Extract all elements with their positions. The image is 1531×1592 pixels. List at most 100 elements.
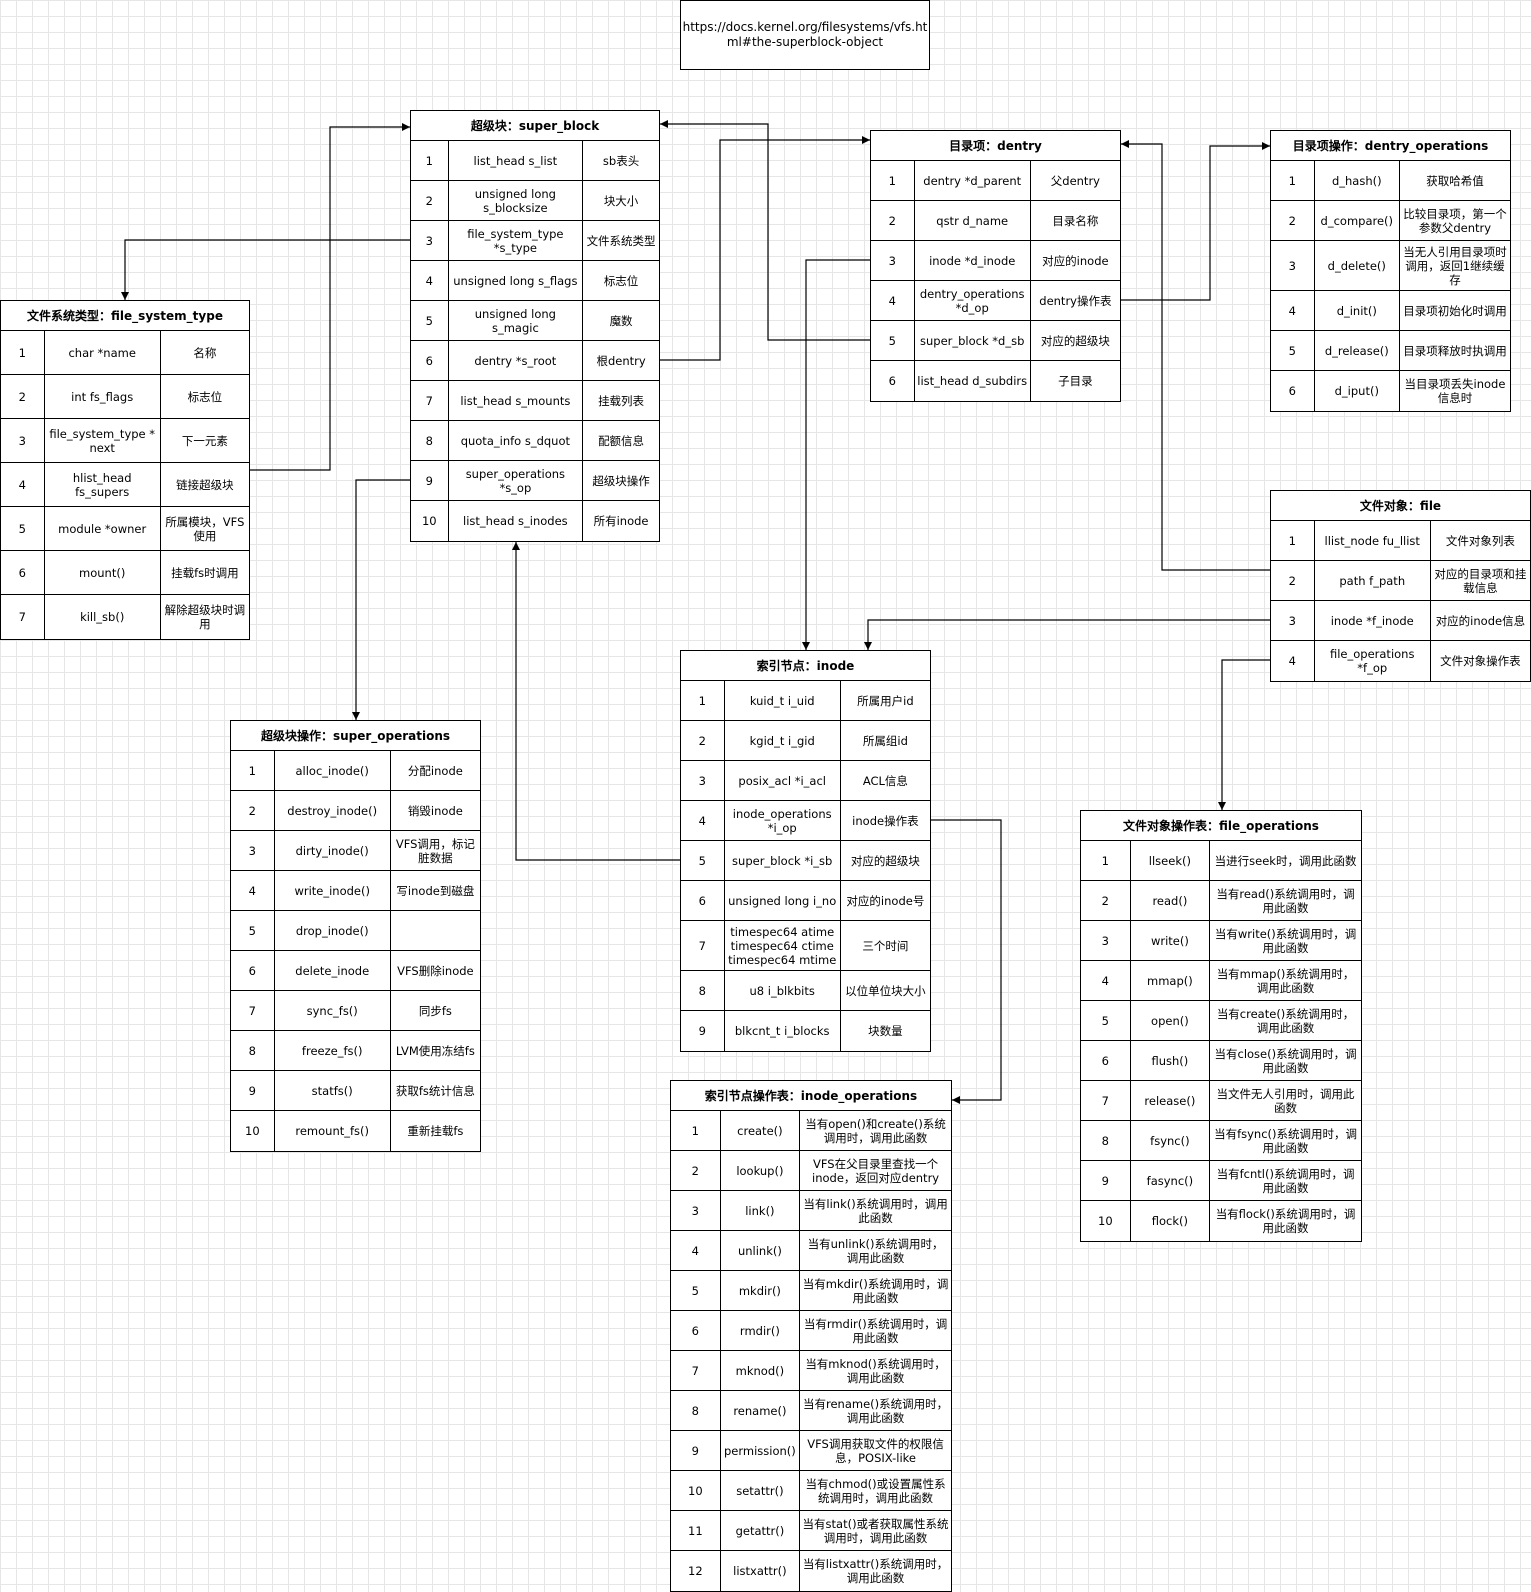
row-field: super_operations *s_op bbox=[449, 461, 584, 500]
row-field: d_hash() bbox=[1315, 161, 1400, 200]
row-description: 对应的超级块 bbox=[1040, 333, 1110, 348]
row-field: create() bbox=[721, 1111, 801, 1150]
row-description: 当有fcntl()系统调用时，调用此函数 bbox=[1216, 1166, 1355, 1195]
row-number: 6 bbox=[1, 551, 45, 594]
file-system-type-title: 文件系统类型：file_system_type bbox=[1, 301, 249, 331]
row-number: 2 bbox=[681, 721, 725, 760]
row-field: getattr() bbox=[721, 1511, 801, 1550]
row-description: 标志位 bbox=[603, 273, 639, 288]
row-number: 10 bbox=[671, 1471, 721, 1510]
row-description: VFS调用，标记脏数据 bbox=[395, 836, 475, 865]
row-description: 当有open()和create()系统调用时，调用此函数 bbox=[805, 1116, 946, 1145]
row-description: 重新挂载fs bbox=[407, 1124, 464, 1138]
row-field: flock() bbox=[1131, 1201, 1211, 1241]
row-field: list_head s_list bbox=[449, 141, 584, 180]
row-field: read() bbox=[1131, 881, 1211, 920]
super-block-title: 超级块：super_block bbox=[411, 111, 659, 141]
row-description: 当有mmap()系统调用时，调用此函数 bbox=[1216, 966, 1355, 995]
row-field: kill_sb() bbox=[45, 595, 161, 639]
row-description: 获取fs统计信息 bbox=[395, 1083, 475, 1098]
row-field: drop_inode() bbox=[275, 911, 391, 950]
row-field: unsigned long s_magic bbox=[449, 301, 584, 340]
row-field: alloc_inode() bbox=[275, 751, 391, 790]
arrow-d-inode-to-inode bbox=[802, 259, 870, 650]
row-description: 根dentry bbox=[596, 353, 646, 368]
row-description: 当进行seek时，调用此函数 bbox=[1214, 853, 1357, 868]
row-field: setattr() bbox=[721, 1471, 801, 1510]
row-description: 当有flock()系统调用时，调用此函数 bbox=[1215, 1207, 1356, 1235]
row-field: rmdir() bbox=[721, 1311, 801, 1350]
row-field: inode *f_inode bbox=[1315, 601, 1431, 640]
row-field: unlink() bbox=[721, 1231, 801, 1270]
row-number: 3 bbox=[1081, 921, 1131, 960]
inode-operations-title: 索引节点操作表：inode_operations bbox=[671, 1081, 951, 1111]
row-number: 1 bbox=[1081, 841, 1131, 880]
row-field: list_head s_mounts bbox=[449, 381, 584, 420]
row-description: 当无人引用目录项时调用，返回1继续缓存 bbox=[1403, 244, 1507, 287]
row-field: file_system_type *s_type bbox=[449, 221, 584, 260]
row-field: write_inode() bbox=[275, 871, 391, 910]
row-description bbox=[391, 911, 480, 950]
row-field: listxattr() bbox=[721, 1551, 801, 1591]
row-number: 2 bbox=[671, 1151, 721, 1190]
arrow-f-inode-to-inode bbox=[864, 619, 1272, 650]
row-description: 文件系统类型 bbox=[586, 233, 656, 248]
row-field: open() bbox=[1131, 1001, 1211, 1040]
row-field: inode_operations *i_op bbox=[725, 801, 841, 840]
row-description: sb表头 bbox=[602, 153, 640, 168]
row-number: 3 bbox=[671, 1191, 721, 1230]
row-description: 文件对象操作表 bbox=[1440, 654, 1521, 668]
row-field: path f_path bbox=[1315, 561, 1431, 600]
row-number: 1 bbox=[231, 751, 275, 790]
row-field: quota_info s_dquot bbox=[449, 421, 584, 460]
row-description: 所有inode bbox=[593, 514, 649, 528]
row-field: list_head s_inodes bbox=[449, 501, 584, 541]
row-number: 5 bbox=[871, 321, 915, 360]
arrow-fs-supers-to-super-block bbox=[250, 123, 410, 471]
row-number: 2 bbox=[231, 791, 275, 830]
row-number: 6 bbox=[681, 881, 725, 920]
row-description: 获取哈希值 bbox=[1426, 173, 1484, 188]
row-description: 链接超级块 bbox=[176, 477, 234, 492]
row-description: 名称 bbox=[193, 345, 217, 360]
row-number: 3 bbox=[681, 761, 725, 800]
row-description: 所属模块，VFS使用 bbox=[165, 514, 245, 543]
row-field: delete_inode bbox=[275, 951, 391, 990]
row-number: 5 bbox=[1081, 1001, 1131, 1040]
row-field: blkcnt_t i_blocks bbox=[725, 1011, 841, 1051]
row-description: 写inode到磁盘 bbox=[396, 883, 475, 898]
row-description: 父dentry bbox=[1050, 173, 1100, 188]
row-number: 2 bbox=[1271, 561, 1315, 600]
row-number: 2 bbox=[1, 375, 45, 418]
row-number: 5 bbox=[1271, 331, 1315, 370]
arrow-s-type-to-file-system-type bbox=[121, 239, 410, 300]
row-number: 9 bbox=[231, 1071, 275, 1110]
reference-url-text: https://docs.kernel.org/filesystems/vfs.… bbox=[682, 20, 928, 49]
row-number: 5 bbox=[671, 1271, 721, 1310]
